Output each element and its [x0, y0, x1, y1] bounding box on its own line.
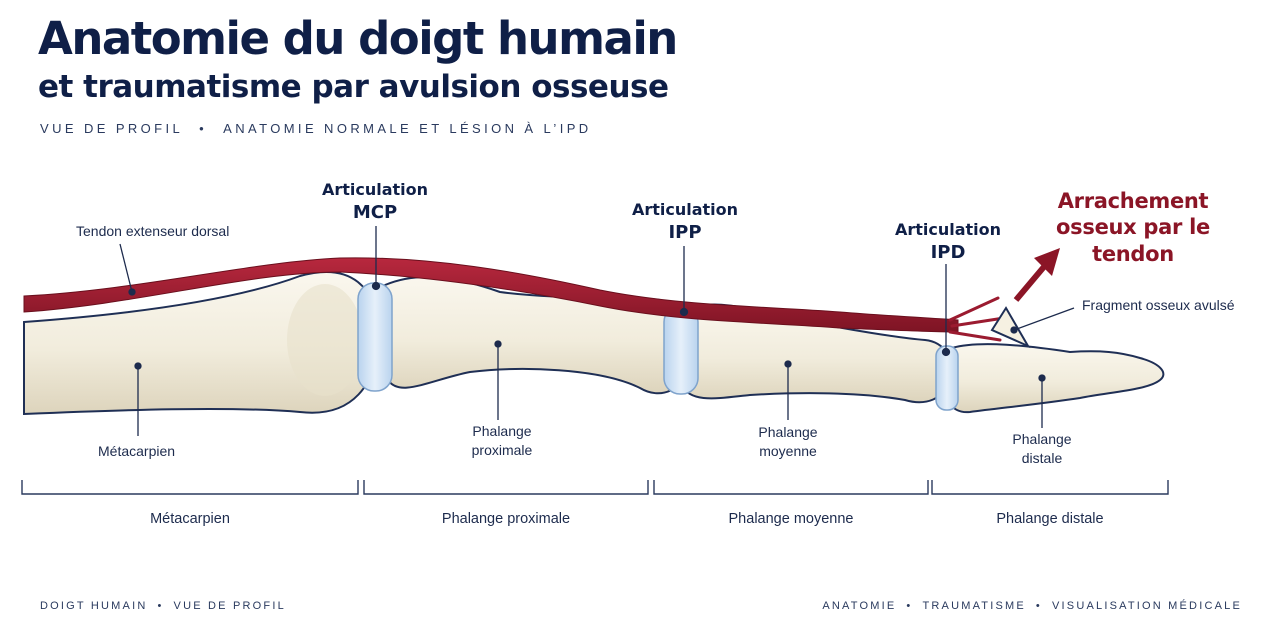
segment-label-middle: Phalange moyenne	[728, 511, 854, 527]
page-subtitle: et traumatisme par avulsion osseuse	[38, 69, 669, 105]
middle-phalanx-label: Phalange moyenne	[758, 424, 818, 459]
ipd-joint-word: Articulation	[894, 220, 1002, 239]
mcp-joint-label: Articulation MCP	[315, 180, 435, 224]
footer-left: DOIGT HUMAIN • VUE DE PROFIL	[40, 600, 286, 612]
separator-dot: •	[157, 600, 164, 612]
segment-brackets	[21, 480, 1169, 495]
mcp-joint-code: MCP	[352, 201, 398, 223]
segment-label-metacarpal: Métacarpien	[150, 511, 230, 527]
fragment-label: Fragment osseux avulsé	[1082, 297, 1235, 313]
distal-phalanx-bone	[941, 343, 1165, 414]
distal-phalanx-label: Phalange distale	[1012, 431, 1072, 466]
torn-tendon-fibres	[948, 296, 1006, 342]
segment-label-proximal: Phalange proximale	[441, 511, 571, 527]
separator-dot: •	[1035, 600, 1042, 612]
ipp-joint-word: Articulation	[631, 200, 739, 219]
separator-dot: •	[199, 121, 208, 136]
avulsion-label: Arrachement osseux par le tendon	[1056, 189, 1210, 266]
mcp-joint-word: Articulation	[321, 180, 429, 199]
footer-left-item: DOIGT HUMAIN	[40, 600, 148, 612]
footer-right: ANATOMIE • TRAUMATISME • VISUALISATION MÉDIC…	[822, 600, 1242, 612]
ipd-joint-label: Articulation IPD	[888, 220, 1008, 264]
tagline-view: VUE DE PROFIL	[40, 121, 184, 136]
tagline: VUE DE PROFIL • ANATOMIE NORMALE ET LÉSION…	[40, 121, 592, 136]
ipp-joint-label: Articulation IPP	[625, 200, 745, 244]
avulsion-arrow-line	[1013, 260, 1051, 302]
footer-right-item: ANATOMIE	[822, 600, 897, 612]
metacarpal-head-texture	[287, 284, 363, 396]
footer-right-item: TRAUMATISME	[922, 600, 1026, 612]
page-title: Anatomie du doigt humain	[38, 12, 678, 65]
footer-right-item: VISUALISATION MÉDICALE	[1051, 600, 1242, 612]
tendon-label: Tendon extenseur dorsal	[76, 223, 230, 239]
leader-lines	[119, 226, 1075, 436]
ipd-cartilage	[935, 345, 959, 411]
mcp-cartilage	[357, 282, 393, 392]
footer-left-item: VUE DE PROFIL	[173, 600, 286, 612]
segment-label-distal: Phalange distale	[996, 511, 1104, 527]
avulsion-arrow-head	[1034, 248, 1060, 276]
ipp-joint-code: IPP	[668, 221, 702, 243]
avulsed-fragment	[990, 306, 1031, 349]
proximal-phalanx-label: Phalange proximale	[471, 423, 533, 458]
tagline-topic: ANATOMIE NORMALE ET LÉSION À L’IPD	[223, 121, 592, 136]
separator-dot: •	[906, 600, 913, 612]
ipd-joint-code: IPD	[930, 241, 966, 263]
metacarpal-label: Métacarpien	[98, 443, 176, 459]
ipp-cartilage	[663, 305, 699, 395]
